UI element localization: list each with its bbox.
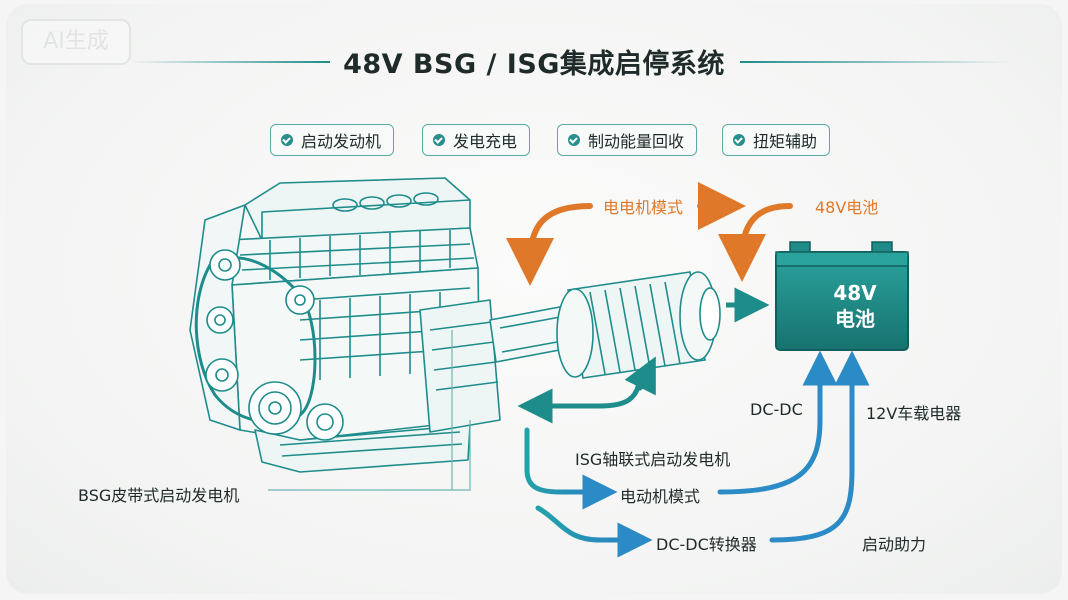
title-rule-left [130, 61, 330, 63]
feature-pill-start-engine: 启动发动机 [270, 124, 395, 156]
battery-label: 48V 电池 [790, 280, 920, 332]
feature-pill-torque-assist: 扭矩辅助 [722, 124, 831, 156]
blue-flow-arrows [524, 350, 870, 558]
label-start-assist: 启动助力 [862, 535, 927, 554]
label-motor-mode: 电动机模式 [620, 487, 701, 506]
ai-watermark-badge: AI生成 [21, 19, 131, 65]
label-48v-battery-top: 48V电池 [815, 198, 879, 217]
battery-48v-illustration [775, 241, 909, 351]
label-dc-dc: DC-DC [750, 400, 803, 419]
label-bsg: BSG皮带式启动发电机 [78, 486, 240, 505]
feature-label: 扭矩辅助 [753, 132, 818, 151]
battery-label-name: 电池 [835, 307, 875, 331]
title-rule-right [740, 61, 1010, 63]
isg-bidirectional-arrow [517, 356, 656, 424]
feature-label: 启动发动机 [301, 132, 382, 151]
label-12v-vehicle: 12V车载电器 [866, 404, 962, 423]
feature-label: 制动能量回收 [588, 132, 685, 151]
check-circle-icon [433, 134, 445, 146]
isg-motor-illustration [556, 271, 721, 379]
label-isg: ISG轴联式启动发电机 [575, 450, 731, 469]
diagram-title: 48V BSG / ISG集成启停系统 [343, 49, 725, 80]
check-circle-icon [568, 134, 580, 146]
engine-illustration [189, 177, 571, 473]
label-dc-dc-converter: DC-DC转换器 [656, 535, 757, 554]
check-circle-icon [733, 134, 745, 146]
leader-lines [268, 330, 471, 491]
check-circle-icon [281, 134, 293, 146]
feature-label: 发电充电 [453, 132, 518, 151]
feature-pill-charging: 发电充电 [422, 124, 531, 156]
battery-label-voltage: 48V [833, 281, 877, 305]
label-motor-mode-top: 电电机模式 [603, 198, 684, 217]
orange-flow-arrows [506, 182, 793, 286]
feature-pill-regen-braking: 制动能量回收 [557, 124, 698, 156]
